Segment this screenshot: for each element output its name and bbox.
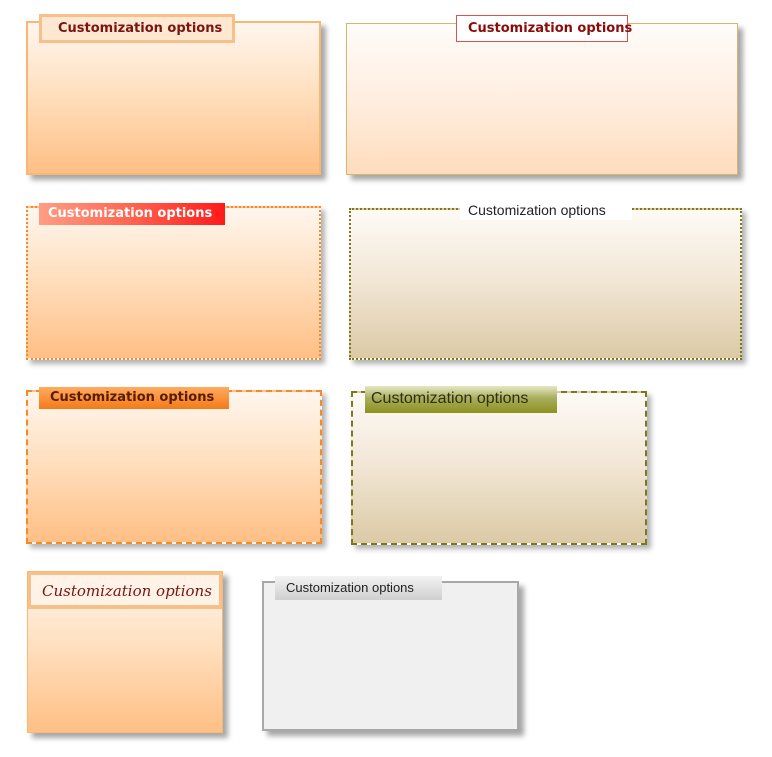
groupbox-legend-4: Customization options (460, 200, 632, 220)
groupbox-panel-8: Customization options (262, 576, 519, 731)
groupbox-legend-8: Customization options (275, 576, 442, 600)
groupbox-legend-2: Customization options (456, 15, 632, 42)
groupbox-legend-5: Customization options (39, 387, 229, 409)
groupbox-panel-4: Customization options (349, 200, 742, 360)
groupbox-legend-7: Customization options (28, 572, 222, 609)
groupbox-panel-5: Customization options (26, 387, 322, 544)
groupbox-legend-1: Customization options (39, 14, 235, 43)
groupbox-panel-1: Customization options (26, 14, 321, 175)
groupbox-panel-7: Customization options (27, 571, 223, 733)
groupbox-panel-3: Customization options (26, 203, 321, 360)
groupbox-legend-3: Customization options (39, 203, 225, 225)
groupbox-panel-2: Customization options (346, 15, 738, 175)
groupbox-panel-6: Customization options (351, 386, 647, 545)
groupbox-legend-6: Customization options (365, 386, 557, 413)
